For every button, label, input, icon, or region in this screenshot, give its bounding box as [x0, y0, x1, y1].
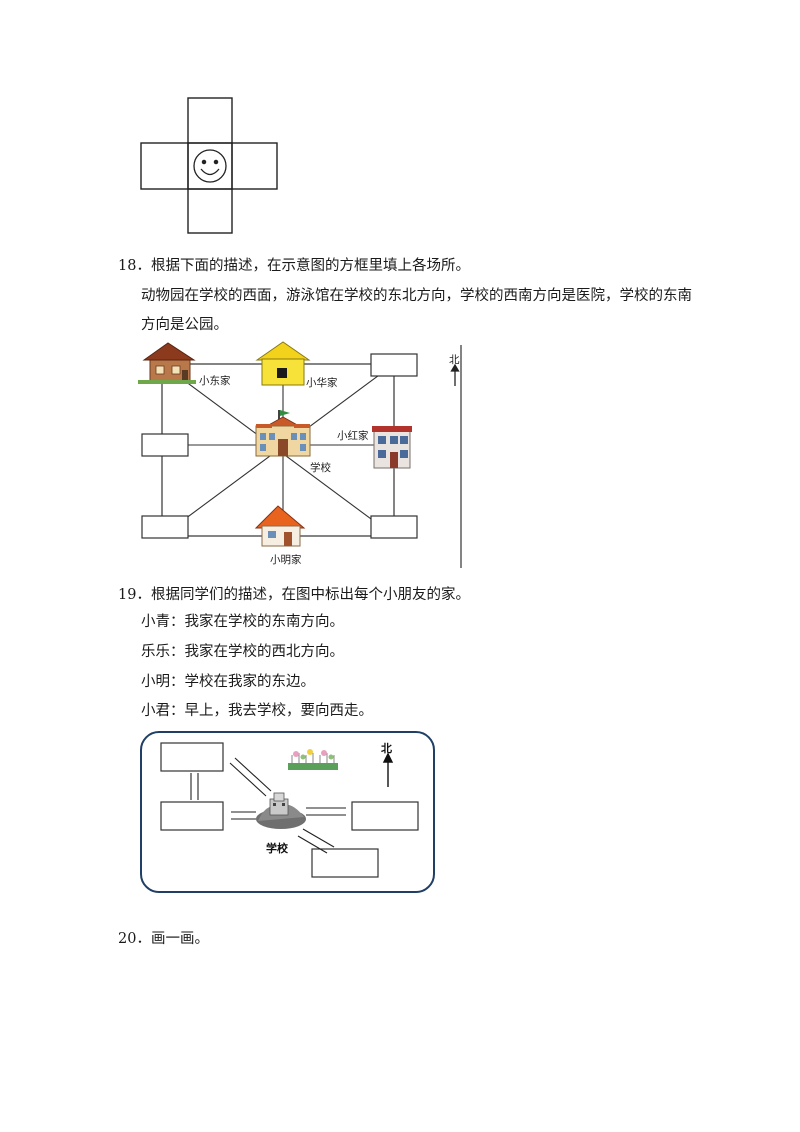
- smiley-face-icon: [193, 149, 227, 183]
- north-arrow-icon: [450, 363, 460, 386]
- label-xiaohua-home: 小华家: [306, 377, 338, 389]
- answer-box-southwest[interactable]: [141, 515, 189, 539]
- house-icon-xiaohua: [255, 341, 311, 386]
- house-icon-xiaoming: [254, 505, 306, 547]
- answer-box-southeast[interactable]: [370, 515, 418, 539]
- q19-line-xiaoqing: 小青：我家在学校的东南方向。: [141, 614, 344, 630]
- q20-title: 20．画一画。: [118, 931, 209, 947]
- north-arrow-icon: [382, 752, 394, 787]
- answer-box-northwest[interactable]: [160, 742, 224, 772]
- label-north-q19: 北: [381, 742, 392, 755]
- q18-map-diagram: [138, 341, 462, 568]
- house-icon-xiaohong: [372, 426, 412, 469]
- cube-net-figure: [140, 97, 278, 234]
- net-square-left: [140, 142, 189, 190]
- answer-box-east[interactable]: [351, 801, 419, 831]
- q18-body-line2: 方向是公园。: [141, 317, 228, 333]
- answer-box-southeast[interactable]: [311, 848, 379, 878]
- label-xiaoming-home: 小明家: [270, 554, 302, 566]
- answer-box-west[interactable]: [141, 433, 189, 457]
- q19-map-diagram: [140, 731, 435, 893]
- house-icon-xiaodong: [138, 342, 196, 384]
- school-building-icon: [255, 410, 311, 457]
- q18-title: 18．根据下面的描述，在示意图的方框里填上各场所。: [118, 258, 470, 274]
- school-icon: [256, 792, 306, 829]
- label-school: 学校: [310, 462, 331, 474]
- net-square-bottom: [187, 188, 233, 234]
- answer-box-northeast[interactable]: [370, 353, 418, 377]
- label-xiaodong-home: 小东家: [199, 375, 231, 387]
- q19-line-xiaoming: 小明：学校在我家的东边。: [141, 674, 315, 690]
- q19-title: 19．根据同学们的描述，在图中标出每个小朋友的家。: [118, 587, 470, 603]
- label-school-q19: 学校: [266, 842, 288, 855]
- q18-body-line1: 动物园在学校的西面，游泳馆在学校的东北方向，学校的西南方向是医院，学校的东南: [141, 288, 692, 304]
- label-north: 北: [449, 354, 460, 366]
- net-square-right: [231, 142, 278, 190]
- q19-line-lele: 乐乐：我家在学校的西北方向。: [141, 644, 344, 660]
- q19-line-xiaojun: 小君：早上，我去学校，要向西走。: [141, 703, 373, 719]
- park-garden-icon: [288, 749, 338, 770]
- label-xiaohong-home: 小红家: [337, 430, 369, 442]
- net-square-top: [187, 97, 233, 144]
- answer-box-west[interactable]: [160, 801, 224, 831]
